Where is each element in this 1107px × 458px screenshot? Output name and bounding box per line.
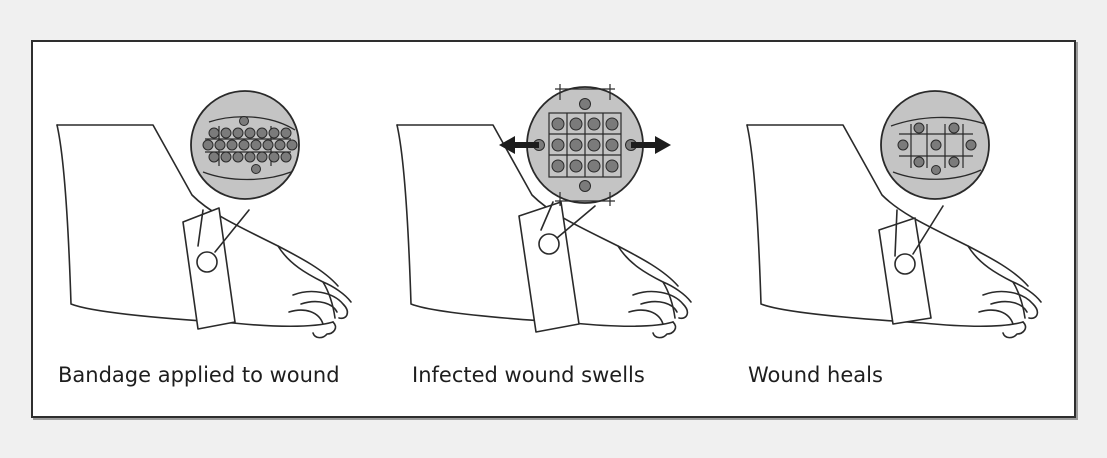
magnifier-circle xyxy=(881,91,989,199)
bandage-strap xyxy=(183,208,235,329)
bandage-strap xyxy=(879,218,931,324)
caption-wound-heals: Wound heals xyxy=(748,363,883,387)
panel-infected-swells xyxy=(373,42,723,342)
magnifier-circle xyxy=(191,91,299,199)
caption-bandage-applied: Bandage applied to wound xyxy=(58,363,340,387)
panel-bandage-applied xyxy=(33,42,383,342)
panel-wound-heals xyxy=(723,42,1073,342)
magnifier-circle xyxy=(499,84,671,206)
caption-infected-swells: Infected wound swells xyxy=(412,363,645,387)
figure-frame: Bandage applied to wound Infected wound … xyxy=(31,40,1076,418)
